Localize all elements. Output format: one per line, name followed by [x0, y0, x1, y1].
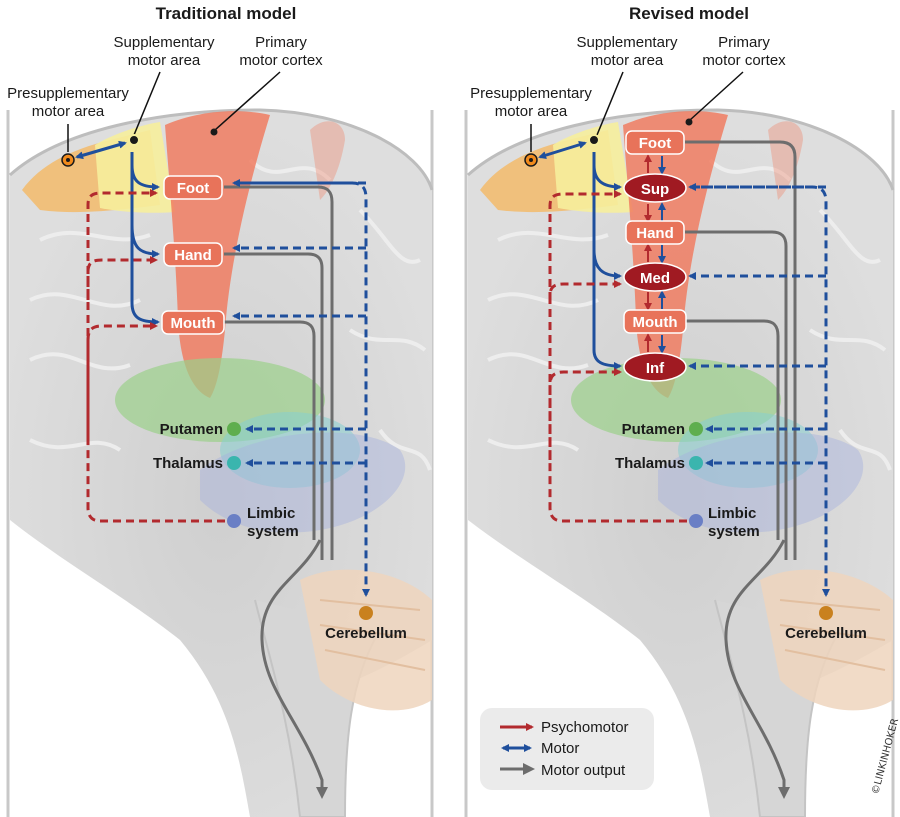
thalamus-region	[220, 412, 360, 488]
putamen-label: Putamen	[622, 421, 685, 438]
limbic-to-med	[548, 280, 622, 460]
pmc-label-line1: Primary	[255, 34, 307, 51]
putamen-node	[689, 422, 703, 436]
limbic-node	[227, 514, 241, 528]
presma-label-line2: motor area	[32, 103, 105, 120]
sma-label-line1: Supplementary	[114, 34, 215, 51]
cerebellum-label: Cerebellum	[325, 625, 407, 642]
box-foot-label: Foot	[177, 180, 209, 197]
pmc-label-line1: Primary	[718, 34, 770, 51]
pmc-leader	[214, 71, 281, 131]
panel-revised: Revised model Supplementary motor area P…	[464, 4, 900, 817]
sma-to-med	[592, 249, 622, 280]
thalamus-node	[689, 456, 703, 470]
box-hand-label: Hand	[174, 247, 212, 264]
thalamus-node	[227, 456, 241, 470]
panel-title: Traditional model	[156, 4, 297, 23]
panel-traditional: Traditional model Supplementary motor ar…	[6, 4, 434, 817]
mouth-output	[224, 320, 316, 540]
box-mouth-label: Mouth	[633, 314, 678, 331]
artist-signature: ©LINKINHOKER	[870, 717, 900, 795]
box-hand: Hand	[625, 220, 685, 245]
sma-label-line2: motor area	[591, 52, 664, 69]
limbic-label-line2: system	[708, 523, 760, 540]
limbic-to-sup	[548, 190, 622, 300]
box-mouth-label: Mouth	[171, 315, 216, 332]
sma-to-inf	[592, 152, 622, 370]
box-med-label: Med	[640, 270, 670, 287]
sma-leader	[133, 71, 161, 136]
presma-label-line2: motor area	[495, 103, 568, 120]
thalamus-label: Thalamus	[615, 455, 685, 472]
box-sup: Sup	[623, 173, 687, 203]
limbic-node	[689, 514, 703, 528]
legend-psychomotor-label: Psychomotor	[541, 719, 629, 736]
limbic-label-line1: Limbic	[247, 505, 295, 522]
cerebellum-label: Cerebellum	[785, 625, 867, 642]
limbic-to-hand	[86, 256, 158, 440]
descending-output	[724, 539, 790, 799]
foot-output	[224, 185, 334, 560]
cerebellum-node	[819, 606, 833, 620]
legend: Psychomotor Motor Motor output	[480, 708, 654, 790]
sma-to-hand	[130, 224, 160, 258]
thalamus-label: Thalamus	[153, 455, 223, 472]
sma-to-foot	[130, 164, 160, 191]
mouth-output	[685, 319, 780, 540]
box-inf: Inf	[623, 352, 687, 382]
limbic-region	[200, 432, 406, 533]
sma-to-sup	[592, 164, 622, 191]
pmc-dot	[210, 128, 218, 136]
hand-output	[685, 230, 788, 560]
box-foot: Foot	[625, 130, 685, 155]
presma-label-line1: Presupplementary	[7, 85, 129, 102]
descending-output	[260, 539, 328, 799]
presma-sma-arrow	[538, 140, 587, 160]
sma-leader	[596, 71, 624, 136]
pmc-label-line2: motor cortex	[702, 52, 786, 69]
limbic-region	[658, 432, 864, 533]
putamen-label: Putamen	[160, 421, 223, 438]
pmc-label-line2: motor cortex	[239, 52, 323, 69]
box-hand-label: Hand	[636, 225, 674, 242]
box-mouth: Mouth	[161, 310, 225, 335]
box-sup-label: Sup	[641, 181, 669, 198]
sma-label-line2: motor area	[128, 52, 201, 69]
sma-node	[588, 134, 600, 146]
legend-output-label: Motor output	[541, 762, 626, 779]
box-hand: Hand	[163, 242, 223, 267]
pmc-dot	[685, 118, 693, 126]
limbic-to-mouth	[86, 322, 225, 523]
presma-label-line1: Presupplementary	[470, 85, 592, 102]
limbic-label-line1: Limbic	[708, 505, 756, 522]
foot-output	[685, 140, 797, 560]
cerebellum-node	[359, 606, 373, 620]
hand-output	[224, 252, 324, 560]
box-mouth: Mouth	[623, 309, 687, 334]
box-foot-label: Foot	[639, 135, 671, 152]
legend-motor-label: Motor	[541, 740, 579, 757]
limbic-to-foot	[86, 189, 158, 300]
sma-node	[128, 134, 140, 146]
thalamus-region	[678, 412, 818, 488]
limbic-label-line2: system	[247, 523, 299, 540]
sma-label-line1: Supplementary	[577, 34, 678, 51]
panel-title: Revised model	[629, 4, 749, 23]
box-inf-label: Inf	[646, 360, 665, 377]
pmc-leader	[689, 71, 744, 121]
box-foot: Foot	[163, 175, 223, 200]
putamen-node	[227, 422, 241, 436]
presma-sma-arrow	[75, 140, 127, 160]
box-med: Med	[623, 262, 687, 292]
sma-to-mouth	[130, 152, 160, 326]
